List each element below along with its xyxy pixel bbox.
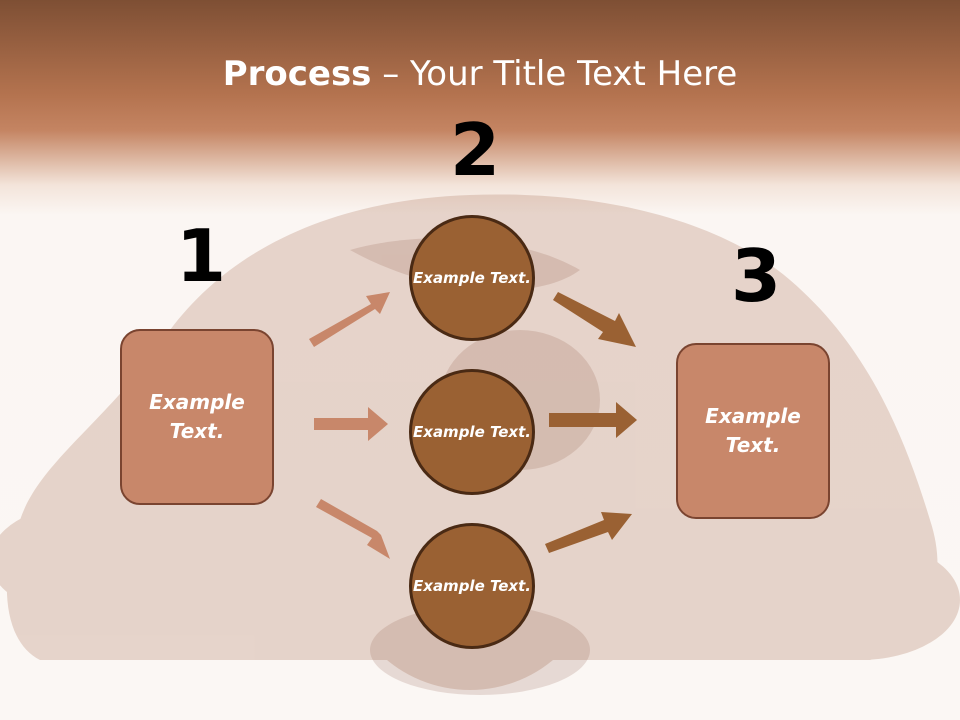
circle-bottom-text: Example Text. bbox=[413, 576, 531, 595]
right-step-box[interactable]: Example Text. bbox=[676, 343, 830, 519]
slide-title: Process – Your Title Text Here bbox=[0, 52, 960, 96]
arrow-left-upper bbox=[309, 292, 390, 347]
arrow-right-middle bbox=[549, 402, 637, 438]
circle-top-text: Example Text. bbox=[413, 268, 531, 287]
left-step-box[interactable]: Example Text. bbox=[120, 329, 274, 505]
circle-middle[interactable]: Example Text. bbox=[409, 369, 535, 495]
title-bold: Process bbox=[222, 54, 372, 94]
right-box-text: Example Text. bbox=[705, 404, 801, 457]
arrow-left-lower bbox=[316, 499, 390, 559]
step-number-3: 3 bbox=[731, 234, 782, 318]
title-rest: – Your Title Text Here bbox=[371, 54, 738, 94]
left-box-text: Example Text. bbox=[149, 390, 245, 443]
step-number-2: 2 bbox=[450, 108, 501, 192]
circle-top[interactable]: Example Text. bbox=[409, 215, 535, 341]
arrow-right-lower bbox=[545, 512, 632, 553]
circle-middle-text: Example Text. bbox=[413, 422, 531, 441]
arrow-right-upper bbox=[553, 292, 636, 347]
step-number-1: 1 bbox=[176, 214, 227, 298]
arrow-left-middle bbox=[314, 407, 388, 441]
circle-bottom[interactable]: Example Text. bbox=[409, 523, 535, 649]
